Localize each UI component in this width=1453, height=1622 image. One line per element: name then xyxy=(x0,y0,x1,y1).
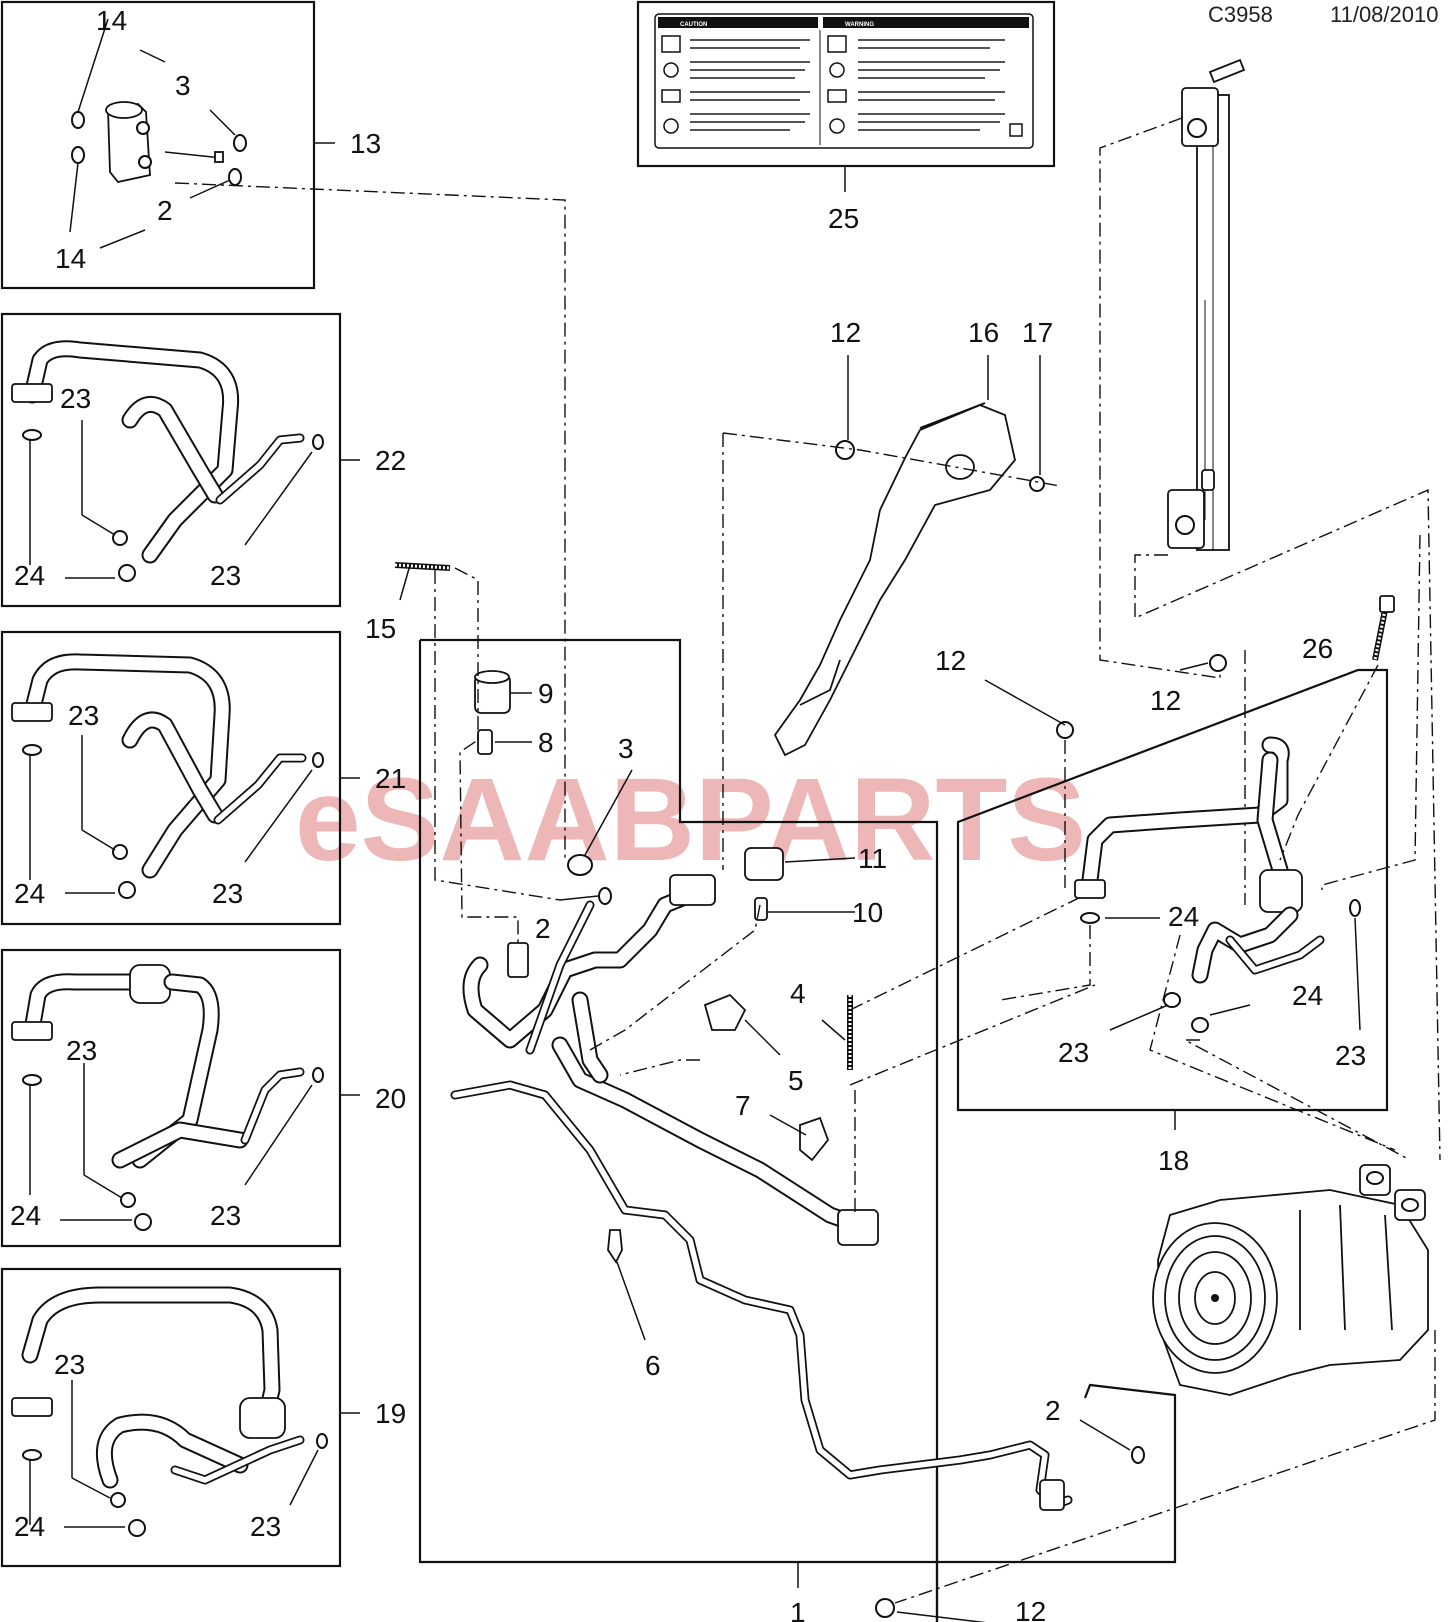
callout-24: 24 xyxy=(10,1200,41,1231)
callout-11: 11 xyxy=(858,843,887,874)
inset-hose-19: 23 24 23 19 xyxy=(0,1267,406,1568)
callout-5: 5 xyxy=(788,1065,804,1096)
callout-23: 23 xyxy=(212,878,243,909)
callout-6: 6 xyxy=(645,1350,661,1381)
warning-label-25: CAUTION WARNING 25 xyxy=(636,0,1056,234)
ac-compressor: 12 xyxy=(875,1164,1436,1622)
callout-24: 24 xyxy=(14,560,45,591)
callout-7: 7 xyxy=(735,1090,751,1121)
callout-20: 20 xyxy=(375,1083,406,1114)
part-6 xyxy=(607,1229,623,1264)
callout-3: 3 xyxy=(175,70,191,101)
watermark: eSAABPARTS xyxy=(295,754,1086,886)
callout-8: 8 xyxy=(538,727,554,758)
inset-hose-20: 23 24 23 20 xyxy=(0,948,406,1248)
part-7 xyxy=(799,1116,830,1162)
inset-hose-18: 12 26 24 24 23 23 18 xyxy=(935,595,1411,1176)
callout-24: 24 xyxy=(14,878,45,909)
condenser: 12 xyxy=(1099,58,1441,1161)
callout-22: 22 xyxy=(375,445,406,476)
callout-23: 23 xyxy=(54,1349,85,1380)
callout-2: 2 xyxy=(535,913,551,944)
part-11 xyxy=(744,847,784,881)
callout-12: 12 xyxy=(1150,685,1181,716)
callout-21: 21 xyxy=(375,763,406,794)
callout-14: 14 xyxy=(96,5,127,36)
callout-23: 23 xyxy=(68,700,99,731)
callout-2: 2 xyxy=(157,195,173,226)
drawing-code: C3958 xyxy=(1208,2,1273,27)
callout-10: 10 xyxy=(852,897,883,928)
label-caution: CAUTION xyxy=(680,22,707,28)
inset-hose-21: 23 24 23 21 xyxy=(0,630,406,926)
label-warning: WARNING xyxy=(845,22,874,28)
callout-18: 18 xyxy=(1158,1145,1189,1176)
callout-12: 12 xyxy=(830,317,861,348)
callout-1: 1 xyxy=(790,1597,806,1622)
callout-23: 23 xyxy=(210,560,241,591)
callout-12: 12 xyxy=(1015,1596,1046,1622)
callout-12: 12 xyxy=(935,645,966,676)
callout-23: 23 xyxy=(250,1511,281,1542)
callout-26: 26 xyxy=(1302,633,1333,664)
callout-17: 17 xyxy=(1022,317,1053,348)
callout-23: 23 xyxy=(1335,1040,1366,1071)
callout-9: 9 xyxy=(538,678,554,709)
callout-23: 23 xyxy=(210,1200,241,1231)
part-10 xyxy=(754,897,768,921)
callout-23: 23 xyxy=(66,1035,97,1066)
callout-15: 15 xyxy=(365,613,396,644)
callout-24: 24 xyxy=(1168,901,1199,932)
callout-23: 23 xyxy=(1058,1037,1089,1068)
callout-16: 16 xyxy=(968,317,999,348)
callout-14: 14 xyxy=(55,243,86,274)
bracket-assembly: 12 16 17 xyxy=(722,317,1061,757)
main-hose-assembly: 1 xyxy=(174,182,1177,1622)
callout-3: 3 xyxy=(618,733,634,764)
callout-4: 4 xyxy=(790,978,806,1009)
callout-25: 25 xyxy=(828,203,859,234)
callout-23: 23 xyxy=(60,383,91,414)
drawing-date: 11/08/2010 xyxy=(1330,2,1438,27)
callout-19: 19 xyxy=(375,1398,406,1429)
callout-13: 13 xyxy=(350,128,381,159)
part-5 xyxy=(703,993,747,1031)
inset-expansion-valve: 14 3 2 14 13 xyxy=(0,0,381,290)
callout-24: 24 xyxy=(14,1511,45,1542)
callout-2: 2 xyxy=(1045,1395,1061,1426)
inset-hose-22: 23 24 23 22 xyxy=(0,312,406,608)
callout-24: 24 xyxy=(1292,980,1323,1011)
part-8 xyxy=(477,729,493,755)
